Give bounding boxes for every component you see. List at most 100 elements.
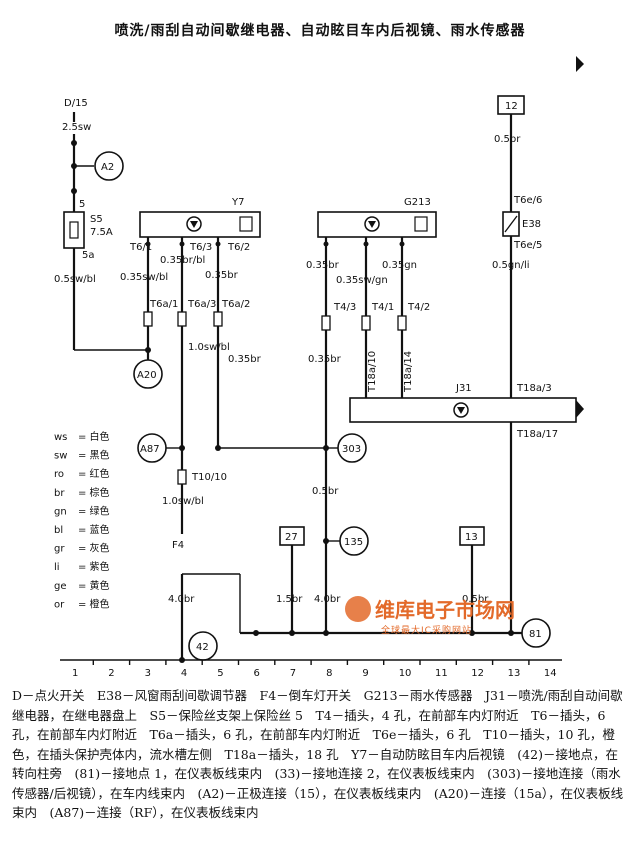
label-n5: 5 <box>79 199 85 210</box>
axis-number: 4 <box>181 668 187 679</box>
label-y7: Y7 <box>231 197 244 208</box>
label-j31: J31 <box>455 383 472 394</box>
label-a87: A87 <box>140 444 160 455</box>
diagram-title: 喷洗/雨刮自动间歇继电器、自动眩目车内后视镜、雨水传感器 <box>114 23 526 39</box>
label-w035br-a: 0.35br <box>205 270 239 281</box>
axis-number: 8 <box>326 668 332 679</box>
label-f4: F4 <box>172 540 184 551</box>
color-name: = 黑色 <box>78 449 110 462</box>
label-w10swbl: 1.0sw/bl <box>188 342 230 353</box>
axis-number: 13 <box>508 668 521 679</box>
label-w035brbl: 0.35br/bl <box>160 255 205 266</box>
mirror-y7 <box>139 211 261 238</box>
color-code: li <box>54 562 60 573</box>
axis-number: 7 <box>290 668 296 679</box>
label-n135: 135 <box>344 537 363 548</box>
axis-number: 6 <box>254 668 260 679</box>
label-t18a17: T18a/17 <box>516 429 558 440</box>
wiring-diagram: D/15 2.5sw A2 5 S5 7.5A 5a 0.5sw/bl A20 … <box>54 56 584 679</box>
axis-number: 10 <box>399 668 412 679</box>
label-w05gnli: 0.5gn/li <box>492 260 530 271</box>
connector-135 <box>339 526 369 556</box>
axis-number: 3 <box>145 668 151 679</box>
color-code: or <box>54 599 65 610</box>
label-t62: T6/2 <box>227 242 250 253</box>
label-t41: T4/1 <box>371 302 394 313</box>
label-n12: 12 <box>505 101 518 112</box>
color-name: = 灰色 <box>78 542 110 555</box>
watermark: 维库电子市场网 全球最大IC采购网站 <box>345 594 535 642</box>
label-t18a14: T18a/14 <box>403 351 414 393</box>
label-g213: G213 <box>404 197 431 208</box>
label-t6e5: T6e/5 <box>513 240 542 251</box>
watermark-main: 维库电子市场网 <box>375 598 515 622</box>
color-name: = 黄色 <box>78 579 110 592</box>
color-code: gn <box>54 506 67 517</box>
color-code: ro <box>54 469 64 480</box>
label-w05br-top: 0.5br <box>494 134 521 145</box>
axis-number: 11 <box>435 668 448 679</box>
continuation-arrow <box>576 400 584 418</box>
axis-number: 12 <box>471 668 484 679</box>
label-w035gn: 0.35gn <box>382 260 417 271</box>
label-w035br-b: 0.35br <box>306 260 340 271</box>
color-name: = 紫色 <box>78 560 110 573</box>
label-e38: E38 <box>522 219 541 230</box>
label-t6e6: T6e/6 <box>513 195 542 206</box>
ground-81 <box>521 618 551 648</box>
label-t42: T4/2 <box>407 302 430 313</box>
color-code: br <box>54 488 65 499</box>
label-t6a3: T6a/3 <box>187 299 216 310</box>
label-w05br-low: 0.5br <box>462 594 489 605</box>
label-t1010: T10/10 <box>191 472 227 483</box>
color-name: = 蓝色 <box>78 523 110 536</box>
component-legend: D－点火开关 E38－风窗雨刮间歇调节器 F4－倒车灯开关 G213－雨水传感器… <box>12 688 624 820</box>
label-n81: 81 <box>529 629 542 640</box>
label-a2: A2 <box>101 162 114 173</box>
color-name: = 橙色 <box>78 597 110 610</box>
label-s5: S5 <box>90 214 103 225</box>
axis-number: 5 <box>217 668 223 679</box>
label-s5-amp: 7.5A <box>90 227 113 238</box>
color-code: bl <box>54 525 63 536</box>
label-t6a1: T6a/1 <box>149 299 178 310</box>
label-w05br-mid: 0.5br <box>312 486 339 497</box>
label-n303: 303 <box>342 444 361 455</box>
label-n13: 13 <box>465 532 478 543</box>
label-w035br-c: 0.35br <box>228 354 262 365</box>
color-name: = 白色 <box>78 430 110 443</box>
watermark-logo-icon <box>345 596 371 622</box>
color-code: sw <box>54 451 67 462</box>
label-a20: A20 <box>137 370 157 381</box>
label-wire-25sw: 2.5sw <box>62 122 91 133</box>
label-w40br-a: 4.0br <box>168 594 195 605</box>
color-name: = 绿色 <box>78 504 110 517</box>
label-t18a10: T18a/10 <box>367 351 378 393</box>
color-code: ws <box>54 432 67 443</box>
connector-a2 <box>94 151 124 181</box>
fuse-s5 <box>63 211 85 249</box>
label-t6a2: T6a/2 <box>221 299 250 310</box>
color-name: = 棕色 <box>78 486 110 499</box>
label-t63: T6/3 <box>189 242 212 253</box>
axis-number: 14 <box>544 668 557 679</box>
label-d15: D/15 <box>64 98 88 109</box>
label-t18a3: T18a/3 <box>516 383 552 394</box>
next-page-arrow <box>576 56 584 72</box>
connector-303 <box>337 433 367 463</box>
label-n42: 42 <box>196 642 209 653</box>
axis-number: 9 <box>362 668 368 679</box>
label-n27: 27 <box>285 532 298 543</box>
label-n5a: 5a <box>82 250 95 261</box>
label-w10swbl-b: 1.0sw/bl <box>162 496 204 507</box>
rain-sensor-g213 <box>317 211 437 238</box>
axis-number: 2 <box>108 668 114 679</box>
label-w035br-d: 0.35br <box>308 354 342 365</box>
label-w035swbl: 0.35sw/bl <box>120 272 168 283</box>
label-t43: T4/3 <box>333 302 356 313</box>
watermark-sub: 全球最大IC采购网站 <box>381 626 472 636</box>
label-w40br-b: 4.0br <box>314 594 341 605</box>
